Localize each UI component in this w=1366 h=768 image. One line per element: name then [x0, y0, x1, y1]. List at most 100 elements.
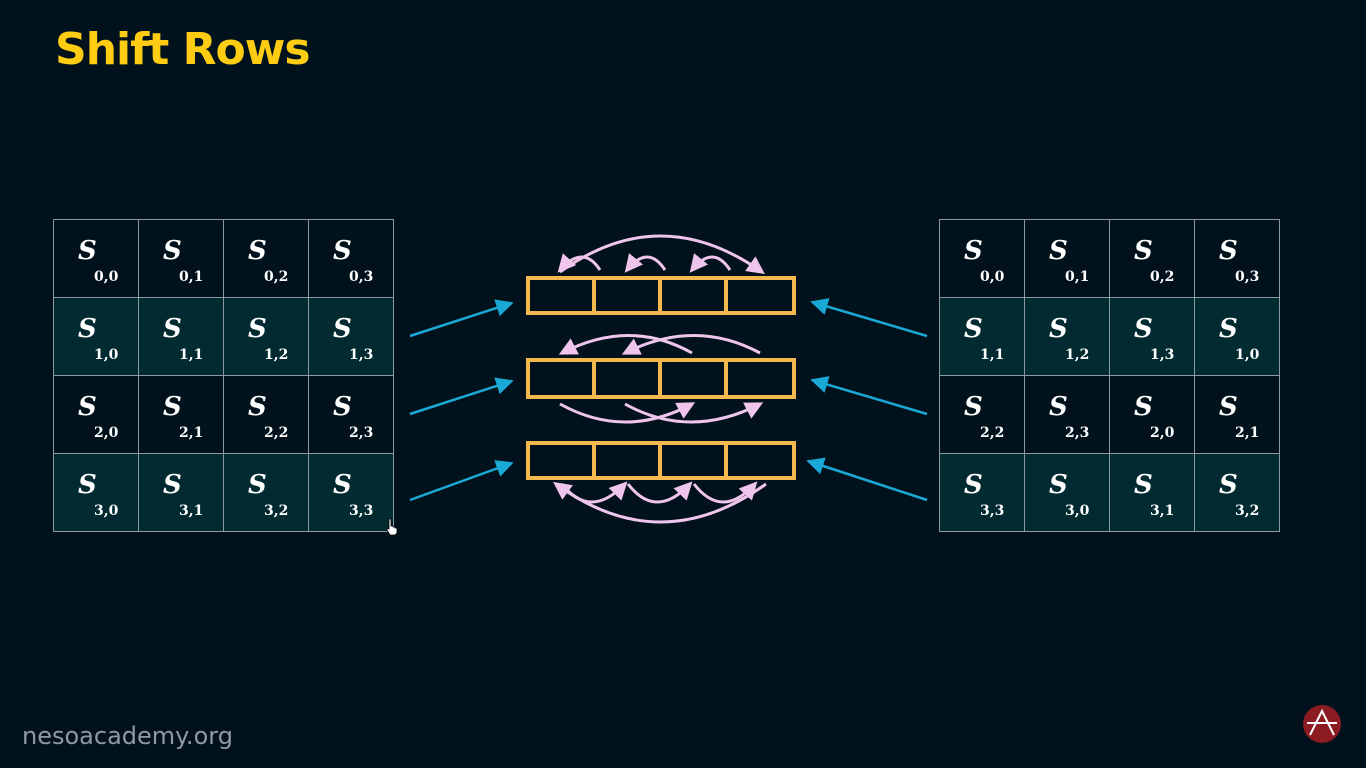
cell-symbol: S [964, 236, 983, 266]
shift-bars [526, 276, 796, 480]
cell-symbol: S [78, 314, 97, 344]
cell-index: 3,3 [980, 503, 1005, 519]
rotate-arrows-row2 [558, 334, 764, 424]
cell-index: 0,3 [1235, 269, 1260, 285]
cell-symbol: S [1049, 314, 1068, 344]
cell-symbol: S [248, 392, 267, 422]
cell-symbol: S [1049, 392, 1068, 422]
cell-symbol: S [1134, 314, 1153, 344]
cell-index: 2,3 [1065, 425, 1090, 441]
arrow-row3-out [806, 457, 928, 502]
cell-index: 2,3 [349, 425, 374, 441]
right-connector-arrows [806, 298, 928, 502]
matrix-cell: S 1,3 [1109, 297, 1195, 376]
cell-index: 2,0 [94, 425, 119, 441]
cell-index: 3,0 [94, 503, 119, 519]
matrix-cell: S 2,2 [939, 375, 1025, 454]
arrow-row1-out [810, 298, 928, 338]
hand-pointer-icon [386, 518, 398, 536]
arrow-row3-in [409, 460, 514, 502]
cell-index: 0,0 [94, 269, 119, 285]
cell-symbol: S [333, 314, 352, 344]
matrix-cell: S 3,2 [1194, 453, 1280, 532]
cell-index: 0,1 [1065, 269, 1090, 285]
rotate-arrows-row1 [557, 234, 765, 275]
cell-index: 0,2 [1150, 269, 1175, 285]
cell-index: 0,3 [349, 269, 374, 285]
cell-symbol: S [1134, 470, 1153, 500]
matrix-cell: S 0,0 [53, 219, 139, 298]
cell-symbol: S [163, 470, 182, 500]
cell-symbol: S [248, 470, 267, 500]
cell-index: 2,2 [264, 425, 289, 441]
cell-index: 3,2 [1235, 503, 1260, 519]
shift-bar-row2 [526, 358, 796, 399]
cell-index: 2,2 [980, 425, 1005, 441]
matrix-cell: S 3,1 [1109, 453, 1195, 532]
cell-index: 3,3 [349, 503, 374, 519]
cell-symbol: S [248, 236, 267, 266]
matrix-cell: S 2,3 [1024, 375, 1110, 454]
cell-symbol: S [1134, 392, 1153, 422]
cell-index: 0,2 [264, 269, 289, 285]
neso-logo-icon [1303, 705, 1341, 743]
arrow-row2-out [810, 376, 928, 416]
matrix-cell: S 3,0 [1024, 453, 1110, 532]
cell-index: 3,2 [264, 503, 289, 519]
cell-index: 2,1 [1235, 425, 1260, 441]
matrix-cell: S 3,1 [138, 453, 224, 532]
cell-symbol: S [163, 392, 182, 422]
cell-index: 1,3 [1150, 347, 1175, 363]
matrix-cell: S 3,3 [939, 453, 1025, 532]
matrix-cell: S 2,0 [53, 375, 139, 454]
cell-symbol: S [333, 470, 352, 500]
cell-symbol: S [964, 392, 983, 422]
shift-bar-row1 [526, 276, 796, 315]
cell-symbol: S [964, 470, 983, 500]
matrix-row: S 0,0 S 0,1 S 0,2 S 0,3 [53, 219, 394, 298]
matrix-cell: S 1,0 [53, 297, 139, 376]
matrix-cell: S 2,2 [223, 375, 309, 454]
matrix-cell: S 3,3 [308, 453, 394, 532]
cell-symbol: S [1219, 470, 1238, 500]
cell-index: 3,0 [1065, 503, 1090, 519]
arrow-row2-in [409, 377, 514, 416]
cell-index: 0,1 [179, 269, 204, 285]
cell-symbol: S [1219, 392, 1238, 422]
cell-symbol: S [248, 314, 267, 344]
cell-symbol: S [163, 314, 182, 344]
cell-symbol: S [78, 392, 97, 422]
matrix-cell: S 3,2 [223, 453, 309, 532]
footer-site[interactable]: nesoacademy.org [22, 722, 233, 750]
cell-index: 1,0 [1235, 347, 1260, 363]
cell-symbol: S [1219, 236, 1238, 266]
cell-index: 2,0 [1150, 425, 1175, 441]
cell-symbol: S [78, 236, 97, 266]
slide-title: Shift Rows [55, 24, 311, 75]
cell-index: 1,2 [1065, 347, 1090, 363]
shift-bar-row3 [526, 441, 796, 480]
cell-index: 1,0 [94, 347, 119, 363]
cell-index: 0,0 [980, 269, 1005, 285]
cell-symbol: S [1049, 236, 1068, 266]
cell-index: 3,1 [1150, 503, 1175, 519]
cell-symbol: S [1049, 470, 1068, 500]
matrix-cell: S 0,1 [1024, 219, 1110, 298]
cell-symbol: S [163, 236, 182, 266]
arrow-row1-in [409, 299, 514, 338]
matrix-cell: S 1,2 [1024, 297, 1110, 376]
cell-index: 3,1 [179, 503, 204, 519]
